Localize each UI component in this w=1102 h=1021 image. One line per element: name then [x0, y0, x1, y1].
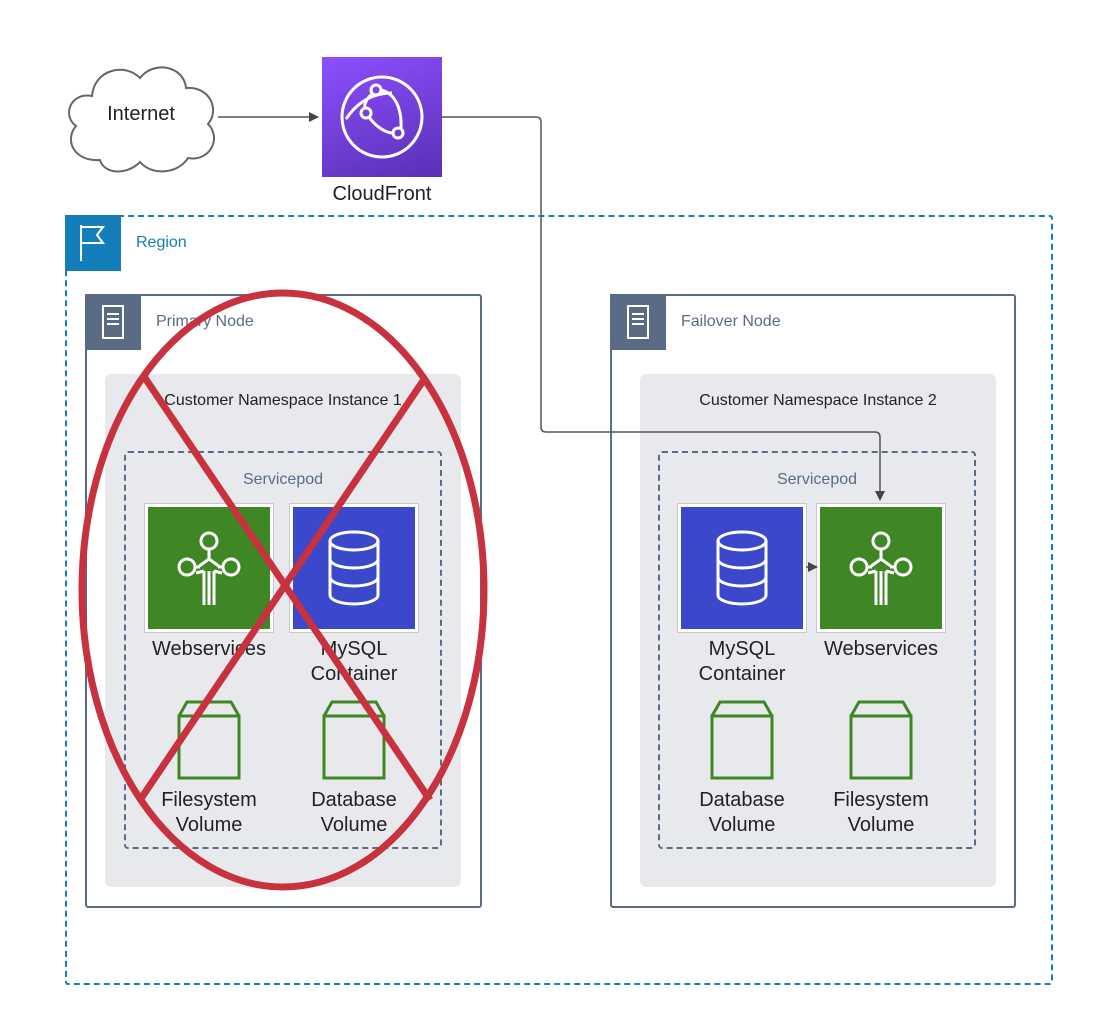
- primary-node-label: Primary Node: [156, 313, 254, 330]
- mysql-container-label: MySQL Container: [310, 638, 398, 685]
- webservices-icon: [145, 504, 273, 632]
- region-flag-icon: [65, 215, 121, 271]
- region-label: Region: [136, 234, 187, 251]
- failure-mark: [78, 289, 488, 891]
- webservices-icon: [817, 504, 945, 632]
- filesystem-volume-label: Filesystem Volume: [833, 789, 929, 836]
- servicepod-2: [658, 451, 976, 849]
- failover-node-label: Failover Node: [681, 313, 781, 330]
- database-volume-label: Database Volume: [699, 789, 785, 836]
- mysql-database-icon: [678, 504, 806, 632]
- failover-node: [610, 294, 1016, 908]
- internet-cloud-icon: [60, 58, 222, 183]
- database-volume-icon: [322, 700, 386, 785]
- namespace-2-label: Customer Namespace Instance 2: [699, 392, 937, 409]
- filesystem-volume-icon: [849, 700, 913, 785]
- internet-label: Internet: [107, 103, 175, 125]
- cloudfront-to-webservices-arrow: [442, 116, 885, 501]
- cloudfront-label: CloudFront: [332, 183, 432, 205]
- database-volume-icon: [710, 700, 774, 785]
- namespace-1-label: Customer Namespace Instance 1: [164, 392, 402, 409]
- region-boundary: [65, 215, 1053, 985]
- webservices-label: Webservices: [823, 638, 939, 660]
- cloudfront-icon: [322, 57, 442, 177]
- database-volume-label: Database Volume: [311, 789, 397, 836]
- mysql-database-icon: [290, 504, 418, 632]
- mysql-container-label: MySQL Container: [698, 638, 786, 685]
- servicepod-1-label: Servicepod: [242, 471, 324, 488]
- servicepod-1: [124, 451, 442, 849]
- server-icon: [610, 294, 666, 350]
- server-icon: [85, 294, 141, 350]
- filesystem-volume-label: Filesystem Volume: [161, 789, 257, 836]
- servicepod-2-label: Servicepod: [776, 471, 858, 488]
